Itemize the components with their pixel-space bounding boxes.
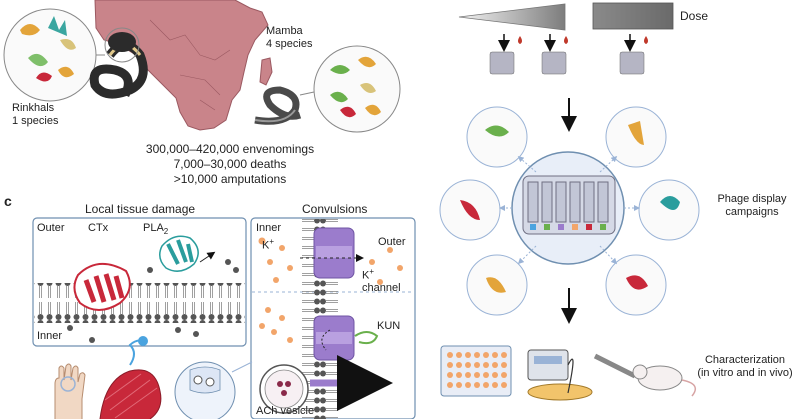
target-toxins — [460, 121, 680, 293]
k-channel-label: K+ channel — [362, 266, 401, 294]
electrophysiology-rig — [527, 349, 593, 401]
well-plate — [440, 345, 512, 397]
k-channel — [300, 227, 364, 279]
synapse-illustration — [174, 361, 253, 419]
k-ion-label: K+ — [262, 235, 274, 253]
africa-map — [94, 0, 273, 131]
mouse — [632, 364, 697, 397]
phage-line1: Phage display — [717, 193, 787, 205]
stats-amputations: >10,000 amputations — [173, 172, 287, 186]
pla2-subscript: 2 — [163, 227, 169, 237]
rinkhals-name: Rinkhals — [12, 102, 55, 114]
mamba-count: 4 species — [266, 38, 313, 50]
ach-vesicle-label: ACh vesicle — [256, 405, 315, 417]
phage-library — [511, 151, 625, 265]
hand-illustration — [54, 363, 86, 419]
kun-label: KUN — [377, 320, 401, 332]
ctx-label: CTx — [88, 222, 109, 234]
characterization-label: Characterization (in vitro and in vivo) — [690, 354, 800, 380]
ach-vesicle — [259, 355, 393, 414]
tissue-damage-box — [32, 217, 247, 347]
outer-right-label: Outer — [378, 236, 406, 248]
dose-gradient — [458, 2, 674, 31]
dose-arrows — [498, 34, 648, 52]
dose-label: Dose — [680, 9, 709, 23]
char-line1: Characterization — [704, 354, 786, 366]
mamba-snake — [254, 86, 302, 125]
k-channel-word: channel — [362, 281, 401, 294]
outer-label: Outer — [37, 222, 65, 234]
kun-channel — [313, 315, 379, 361]
panel-c-label: c — [4, 193, 12, 209]
mamba-toxin-circle — [299, 45, 401, 133]
mamba-name: Mamba — [266, 25, 303, 37]
phage-display-label: Phage display campaigns — [704, 193, 800, 219]
convulsions-title: Convulsions — [302, 202, 368, 216]
muscle-illustration — [99, 336, 162, 419]
pla2-text: PLA — [143, 222, 164, 234]
ctx-toxin — [73, 263, 131, 311]
spoke-arrows — [499, 155, 640, 265]
inner-right-label: Inner — [256, 222, 282, 234]
rinkhals-count: 1 species — [12, 115, 59, 127]
rinkhals-toxin-circle — [3, 8, 105, 102]
rinkhals-snake — [89, 27, 148, 99]
potassium-ions — [258, 237, 403, 343]
stats-envenomings: 300,000–420,000 envenomings — [145, 142, 315, 156]
tissue-membrane — [34, 283, 245, 323]
phage-clusters-top — [489, 51, 645, 75]
k-ion-sup: + — [269, 237, 275, 246]
char-line2: (in vitro and in vivo) — [697, 367, 793, 379]
k-channel-k: K — [362, 269, 370, 282]
pla2-label: PLA2 — [143, 222, 168, 238]
phage-line2: campaigns — [725, 206, 779, 218]
envenoming-stats: 300,000–420,000 envenomings 7,000–30,000… — [120, 142, 340, 187]
inner-label: Inner — [37, 330, 63, 342]
k-ion-text: K — [262, 239, 270, 252]
pla2-toxin — [159, 235, 216, 272]
mamba-label: Mamba 4 species — [266, 25, 312, 51]
free-lipids — [67, 259, 239, 343]
tissue-damage-title: Local tissue damage — [85, 202, 196, 216]
rinkhals-label: Rinkhals 1 species — [12, 102, 58, 128]
k-channel-sup: + — [369, 267, 375, 276]
stats-deaths: 7,000–30,000 deaths — [173, 157, 287, 171]
